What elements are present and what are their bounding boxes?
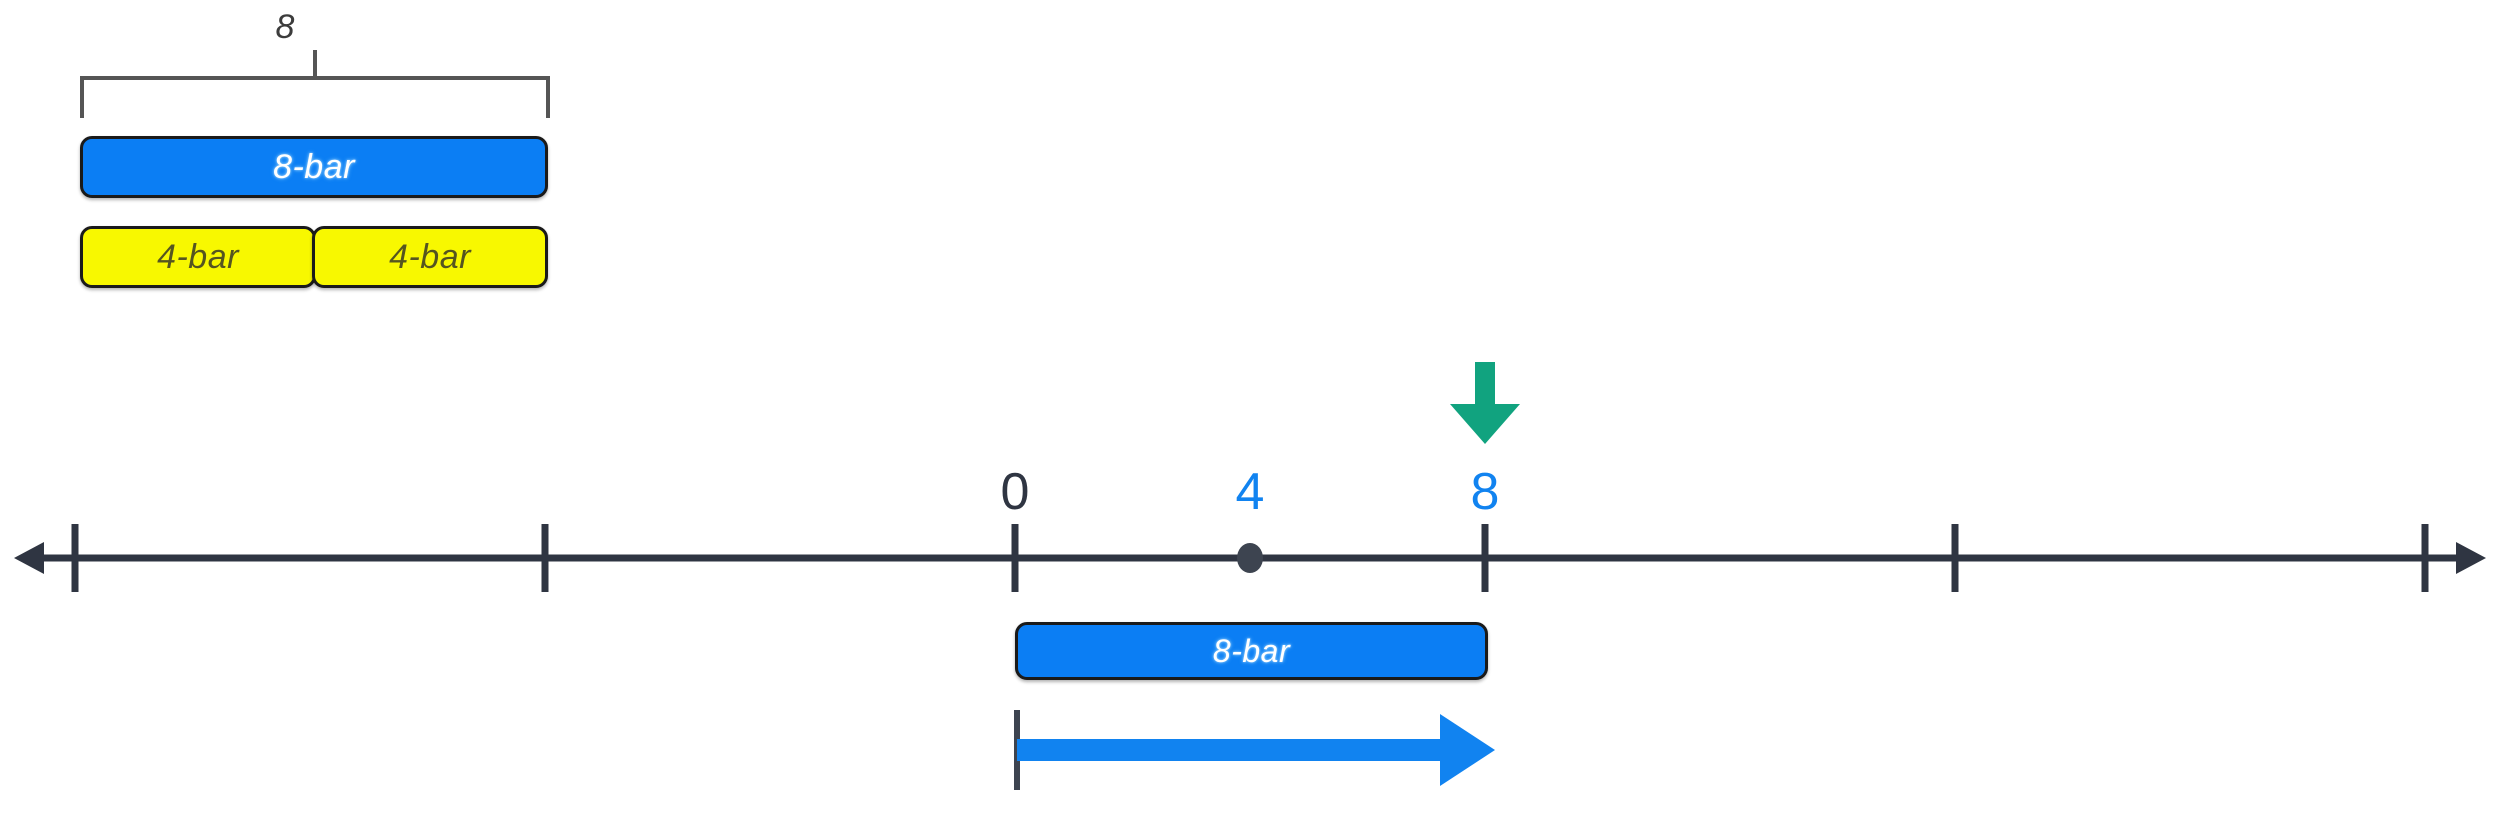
number-line-jump-bar-label: 8-bar xyxy=(1212,632,1291,669)
point-marker-dot xyxy=(1237,543,1263,573)
axis-label-0: 0 xyxy=(1000,463,1030,521)
number-line-ticks xyxy=(71,524,2429,592)
axis-label-4: 4 xyxy=(1235,463,1265,521)
axis-label-8: 8 xyxy=(1470,463,1500,521)
axis-right-arrowhead xyxy=(2456,542,2486,574)
bracket-label: 8 xyxy=(275,8,295,46)
number-line-jump-bar[interactable]: 8-bar xyxy=(1015,622,1488,680)
jump-arrow-icon xyxy=(1014,710,1495,790)
axis-left-arrowhead xyxy=(14,542,44,574)
target-down-arrow-icon xyxy=(1450,362,1520,444)
span-bracket-icon xyxy=(80,50,550,118)
